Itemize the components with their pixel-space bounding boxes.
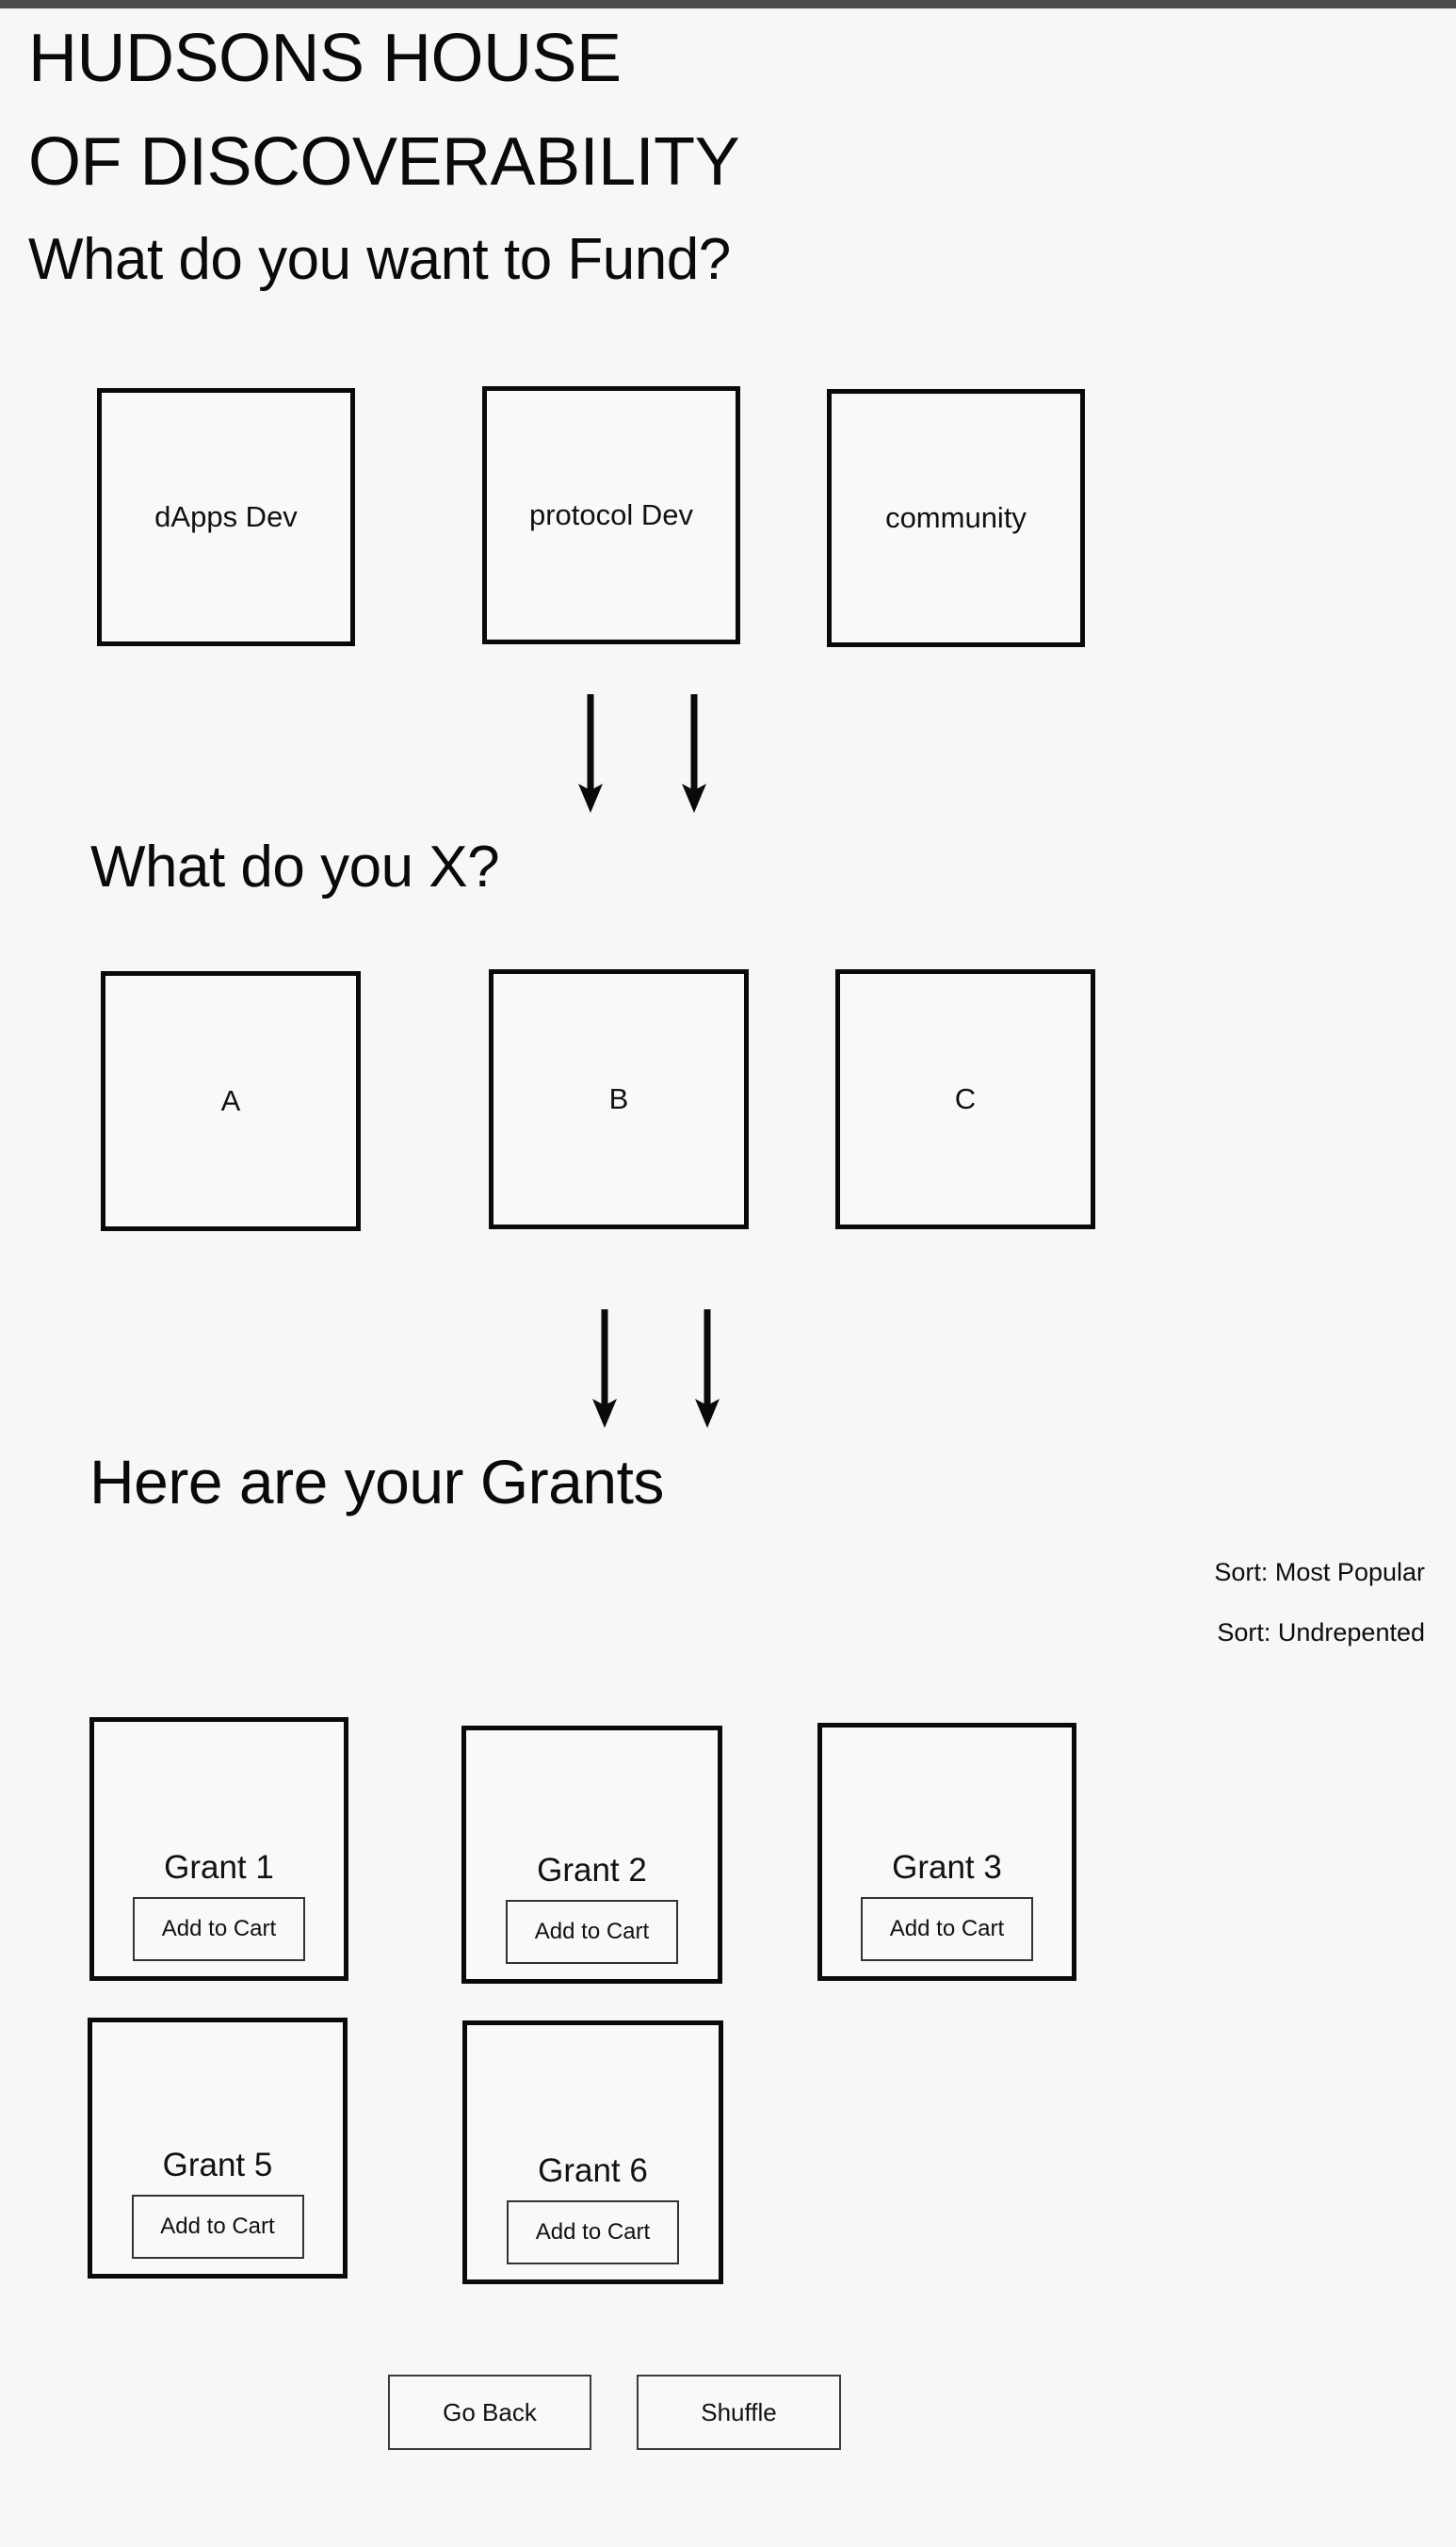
grant-title: Grant 5 [162,2147,273,2183]
step2-option-a[interactable]: A [101,971,361,1231]
down-arrow-icon [677,692,711,815]
grant-card[interactable]: Grant 1 Add to Cart [89,1717,348,1981]
add-to-cart-button[interactable]: Add to Cart [507,2200,679,2264]
step1-option-label: community [885,501,1027,535]
grants-heading: Here are your Grants [89,1447,664,1517]
sort-option-most-popular[interactable]: Sort: Most Popular [1214,1558,1425,1586]
step2-option-b[interactable]: B [489,969,749,1229]
step1-question: What do you want to Fund? [28,227,731,292]
grant-card[interactable]: Grant 6 Add to Cart [462,2020,723,2284]
step1-option-dapps-dev[interactable]: dApps Dev [97,388,355,646]
go-back-button[interactable]: Go Back [388,2375,591,2450]
sort-option-underrepresented[interactable]: Sort: Undrepented [1217,1618,1425,1647]
page-title-line-1: HUDSONS HOUSE [28,21,622,96]
step1-option-protocol-dev[interactable]: protocol Dev [482,386,740,644]
step2-option-label: C [954,1082,977,1116]
window-chrome-bar [0,0,1456,8]
step2-option-label: B [608,1082,629,1116]
shuffle-button[interactable]: Shuffle [637,2375,841,2450]
grant-title: Grant 6 [538,2152,648,2189]
grant-title: Grant 2 [537,1852,647,1889]
add-to-cart-button[interactable]: Add to Cart [133,1897,305,1961]
page-title-line-2: OF DISCOVERABILITY [28,124,740,200]
add-to-cart-button[interactable]: Add to Cart [861,1897,1033,1961]
down-arrow-icon [690,1307,724,1430]
down-arrow-icon [574,692,607,815]
add-to-cart-button[interactable]: Add to Cart [506,1900,678,1964]
down-arrow-icon [588,1307,622,1430]
grant-card[interactable]: Grant 3 Add to Cart [817,1723,1076,1981]
grant-title: Grant 1 [164,1849,274,1886]
grant-card[interactable]: Grant 2 Add to Cart [461,1726,722,1984]
step2-question: What do you X? [90,835,500,900]
step1-option-label: dApps Dev [154,500,298,534]
grant-title: Grant 3 [892,1849,1002,1886]
step2-option-c[interactable]: C [835,969,1095,1229]
step2-option-label: A [220,1084,241,1118]
add-to-cart-button[interactable]: Add to Cart [131,2195,304,2259]
step1-option-label: protocol Dev [528,498,694,532]
grant-card[interactable]: Grant 5 Add to Cart [88,2018,348,2279]
step1-option-community[interactable]: community [827,389,1085,647]
